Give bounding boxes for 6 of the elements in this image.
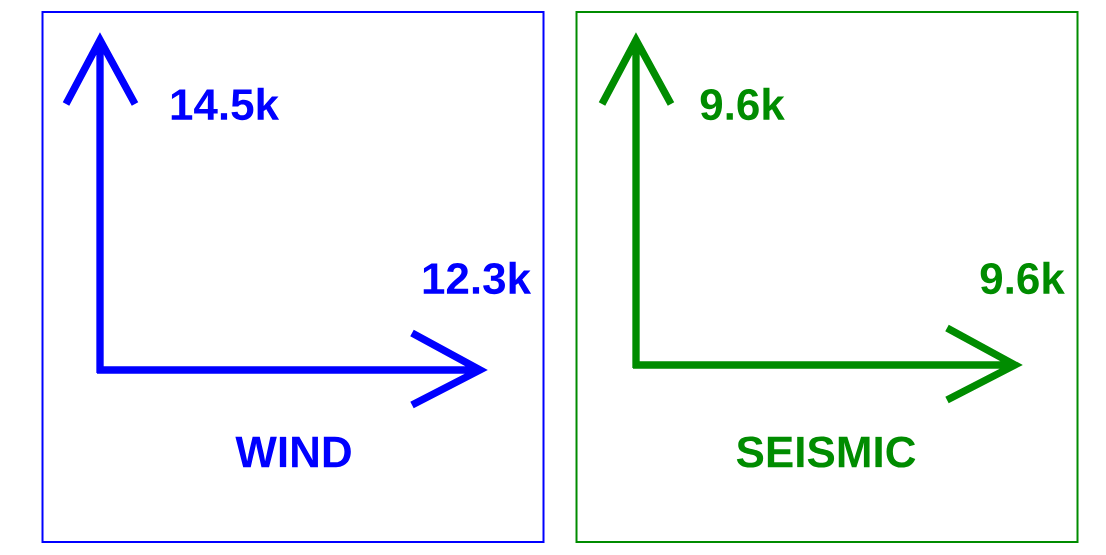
force-value: 14.5k — [171, 87, 280, 121]
force-value: 9.6k — [980, 261, 1065, 295]
load-label: WIND — [235, 436, 351, 468]
force-value: 12.3k — [423, 261, 532, 295]
load-label: SEISMIC — [736, 436, 916, 468]
force-value: 9.6k — [700, 87, 785, 121]
